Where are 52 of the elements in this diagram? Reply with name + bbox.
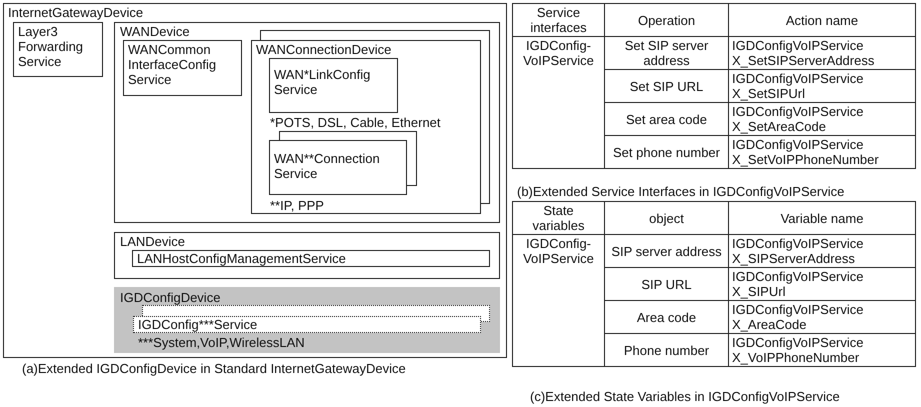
node-label: WANCommon InterfaceConfig Service bbox=[128, 42, 218, 87]
column-header: Operation bbox=[604, 4, 728, 36]
service-box bbox=[123, 40, 242, 96]
node-label: IGDConfigDevice bbox=[120, 290, 222, 305]
table-cell: IGDConfig-VoIPService bbox=[512, 36, 604, 168]
column-header: Variable name bbox=[728, 202, 916, 234]
node-label: WANDevice bbox=[120, 24, 191, 39]
figure-caption: (b)Extended Service Interfaces in IGDConfigVoIPService bbox=[517, 184, 844, 199]
node-label: IGDConfig***Service bbox=[138, 317, 258, 332]
device-box bbox=[114, 22, 500, 223]
table-cell: Set SIP server address bbox=[604, 36, 728, 70]
service-box bbox=[13, 22, 103, 77]
table-cell: IGDConfigVoIPService X_VoIPPhoneNumber bbox=[728, 334, 916, 366]
service-box bbox=[269, 58, 398, 113]
table-cell: Area code bbox=[604, 300, 728, 334]
footnote-text: ***System,VoIP,WirelessLAN bbox=[138, 335, 305, 350]
footnote-text: *POTS, DSL, Cable, Ethernet bbox=[270, 115, 441, 130]
node-label: LANHostConfigManagementService bbox=[137, 251, 347, 266]
table-cell: IGDConfigVoIPService X_SIPServerAddress bbox=[728, 234, 916, 268]
table-cell: SIP server address bbox=[604, 234, 728, 268]
table-cell: Set phone number bbox=[604, 136, 728, 168]
service-box bbox=[132, 250, 490, 267]
table-cell: IGDConfigVoIPService X_AreaCode bbox=[728, 300, 916, 334]
column-header: object bbox=[604, 202, 728, 234]
figure-caption: (c)Extended State Variables in IGDConfigVoIPService bbox=[530, 389, 840, 404]
node-label: WAN**Connection Service bbox=[274, 151, 381, 181]
table-cell: IGDConfigVoIPService X_SetSIPUrl bbox=[728, 70, 916, 102]
table-cell: Set area code bbox=[604, 102, 728, 136]
table-cell: SIP URL bbox=[604, 268, 728, 300]
table-cell: IGDConfigVoIPService X_SetVoIPPhoneNumber bbox=[728, 136, 916, 168]
node-label: WAN*LinkConfig Service bbox=[274, 67, 372, 97]
service-box bbox=[133, 316, 481, 333]
node-label: WANConnectionDevice bbox=[256, 42, 392, 57]
table-cell: IGDConfigVoIPService X_SetSIPServerAddress bbox=[728, 36, 916, 70]
column-header: Action name bbox=[728, 4, 916, 36]
figure-caption: (a)Extended IGDConfigDevice in Standard InternetGatewayDevice bbox=[22, 361, 406, 376]
device-box bbox=[114, 232, 500, 279]
table-cell: IGDConfigVoIPService X_SetAreaCode bbox=[728, 102, 916, 136]
table-cell: Phone number bbox=[604, 334, 728, 366]
table-cell: Set SIP URL bbox=[604, 70, 728, 102]
device-box bbox=[251, 40, 481, 214]
node-label: Layer3 Forwarding Service bbox=[18, 24, 84, 69]
service-box bbox=[269, 140, 407, 195]
column-header: Service interfaces bbox=[512, 4, 604, 36]
column-header: State variables bbox=[512, 202, 604, 234]
node-label: InternetGatewayDevice bbox=[8, 5, 144, 20]
table-cell: IGDConfigVoIPService X_SIPUrl bbox=[728, 268, 916, 300]
device-box bbox=[114, 287, 500, 353]
device-box bbox=[3, 3, 507, 358]
node-label: LANDevice bbox=[120, 234, 186, 249]
table-cell: IGDConfig-VoIPService bbox=[512, 234, 604, 366]
footnote-text: **IP, PPP bbox=[270, 198, 324, 213]
